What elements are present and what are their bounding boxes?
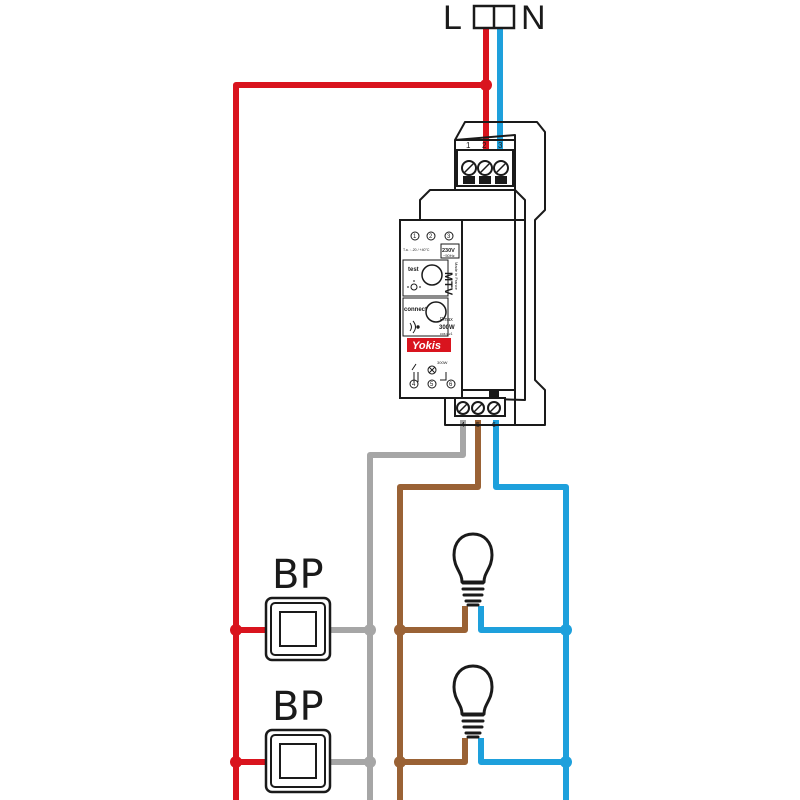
load-junction-lamp2 [394, 756, 406, 768]
lamp-2-icon [452, 664, 494, 739]
brand-label: Yokis [412, 340, 441, 352]
bottom-terminal-5: 5 [476, 422, 480, 429]
pushbutton-2-label: BP [272, 684, 324, 730]
control-junction-bp1 [364, 624, 376, 636]
line-junction-top [480, 79, 492, 91]
power-value: 300W [439, 325, 455, 331]
power-note: cos φ≥1 [440, 332, 453, 336]
top-terminal-1: 1 [466, 141, 471, 150]
neutral-junction-lamp2 [560, 756, 572, 768]
pushbutton-1-label: BP [272, 552, 324, 598]
face-number-3: 3 [447, 234, 451, 240]
max-load-label: 300W [437, 360, 448, 365]
model-label: MTV [442, 272, 454, 296]
brand-badge [407, 338, 451, 352]
yokis-module: 1 2 3 1 2 3 T.a. : -20 / +40°C 230V ~50H… [399, 121, 546, 429]
bulb-symbol-icon [427, 365, 437, 375]
pushbutton-1 [264, 596, 332, 662]
top-terminal-3: 3 [498, 141, 503, 150]
voltage-rating: 230V [442, 248, 455, 254]
top-terminal-2: 2 [482, 141, 487, 150]
face-number-6: 6 [449, 382, 453, 388]
neutral-load-wire [493, 420, 569, 800]
line-label: L [443, 0, 462, 37]
line-junction-bp2 [230, 756, 242, 768]
load-to-lamp1-wire [400, 606, 468, 633]
line-supply-wire [233, 28, 489, 800]
line-junction-bp1 [230, 624, 242, 636]
bottom-terminal-6: 6 [492, 422, 496, 429]
face-number-5: 5 [430, 382, 434, 388]
light-icon [407, 280, 421, 291]
test-label: test [408, 267, 419, 273]
connect-button[interactable] [425, 301, 447, 323]
power-label: Pmax [440, 317, 453, 323]
frequency-rating: ~50Hz [443, 253, 455, 258]
bottom-terminal-4: 4 [461, 422, 465, 429]
pushbutton-2 [264, 728, 332, 794]
control-wire [367, 420, 466, 800]
top-terminal-block-icon [456, 149, 514, 187]
neutral-to-lamp2-wire [478, 738, 566, 765]
neutral-wiring [478, 28, 569, 800]
face-number-4: 4 [412, 382, 416, 388]
face-number-1: 1 [413, 234, 417, 240]
load-wire [397, 420, 481, 800]
load-junction-lamp1 [394, 624, 406, 636]
lamp-1-icon [452, 532, 494, 607]
supply-terminal-block-icon [472, 4, 516, 30]
test-button[interactable] [421, 264, 443, 286]
neutral-junction-lamp1 [560, 624, 572, 636]
neutral-label: N [521, 0, 546, 37]
connect-label: connect [404, 307, 427, 313]
load-to-lamp2-wire [400, 738, 468, 765]
bottom-terminal-block-icon [454, 390, 506, 417]
load-wiring [397, 420, 481, 800]
control-junction-bp2 [364, 756, 376, 768]
face-number-2: 2 [429, 234, 433, 240]
made-in-label: Made in France [454, 262, 459, 291]
temp-range: T.a. : -20 / +40°C [403, 248, 430, 252]
control-wiring [330, 420, 466, 800]
neutral-to-lamp1-wire [478, 606, 566, 633]
wireless-icon [409, 320, 420, 334]
